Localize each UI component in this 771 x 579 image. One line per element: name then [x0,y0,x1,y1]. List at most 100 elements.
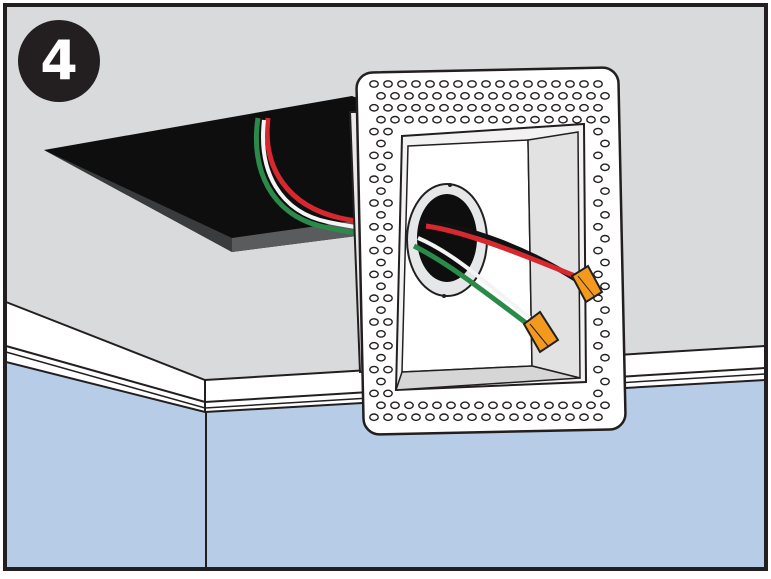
flange-hole [593,175,603,184]
flange-hole [593,341,603,350]
flange-hole [565,103,575,112]
flange-hole [376,115,386,124]
flange-hole [390,401,400,410]
flange-hole [453,103,463,112]
flange-hole [369,222,379,231]
flange-hole [481,103,491,112]
flange-hole [439,103,449,112]
flange-hole [502,401,512,410]
flange-hole [481,413,491,422]
flange-hole [544,115,554,124]
flange-hole [565,80,575,88]
flange-hole [502,92,512,100]
flange-hole [551,80,561,88]
flange-hole [460,92,470,100]
flange-hole [383,413,393,422]
flange-hole [537,103,547,112]
flange-hole [369,80,379,88]
flange-hole [383,365,393,374]
flange-hole [572,115,582,124]
flange-hole [439,80,449,88]
flange-hole [439,413,449,422]
flange-hole [586,401,596,410]
flange-hole [593,151,603,160]
flange-hole [369,151,379,160]
flange-hole [383,127,393,136]
flange-hole [593,246,603,255]
flange-hole [586,115,596,124]
flange-hole [530,115,540,124]
flange-perforations [369,80,610,422]
flange-hole [565,413,575,422]
flange-hole [530,401,540,410]
flange-hole [390,92,400,100]
flange-hole [600,258,610,267]
wire-white-lower [417,236,532,320]
flange-hole [600,187,610,196]
flange-hole [383,222,393,231]
image-frame [3,3,768,571]
flange-hole [369,103,379,112]
flange-hole [376,163,386,172]
flange-hole [383,270,393,279]
screw-dot-bottom [442,294,446,298]
flange-hole [516,115,526,124]
flange-hole [600,306,610,314]
flange-hole [432,115,442,124]
flange-hole [579,413,589,422]
flange-hole [453,413,463,422]
flange-hole [383,151,393,160]
flange-hole [593,413,603,422]
flange-hole [404,92,414,100]
flange-hole [474,401,484,410]
wire-nut-lower [522,310,560,354]
flange-hole [397,413,407,422]
flange-hole [600,115,610,124]
flange-hole [593,365,603,374]
flange-hole [411,103,421,112]
flange-hole [432,401,442,410]
flange-hole [369,365,379,374]
flange-hole [376,210,386,219]
flange-hole [523,413,533,422]
flange-hole [397,80,407,88]
screw-dot-top [448,183,452,187]
flange-hole [593,222,603,231]
flange-hole [369,246,379,255]
recess-floor [394,365,581,391]
flange-hole [460,401,470,410]
flange-hole [376,234,386,243]
flange-hole [369,341,379,350]
flange-hole [593,199,603,207]
flange-hole [495,80,505,88]
flange-hole [523,80,533,88]
flange-hole [376,329,386,338]
wire-green-lower [412,243,532,328]
flange-hole [467,103,477,112]
flange-hole [383,246,393,255]
flange-hole [369,294,379,303]
flange-hole [383,80,393,88]
flange-hole [516,401,526,410]
flange-hole [453,80,463,88]
flange-hole [369,389,379,398]
flange-hole [383,341,393,350]
flange-hole [411,413,421,422]
flange-hole [376,306,386,314]
flange-hole [600,353,610,362]
flange-hole [551,103,561,112]
flange-hole [593,270,603,279]
flange-hole [488,92,498,100]
flange-hole [474,92,484,100]
flange-hole [369,270,379,279]
flange-hole [383,389,393,398]
flange-hole [558,92,568,100]
step-number-label: 4 [40,29,78,92]
flange-hole [369,413,379,422]
flange-hole [600,92,610,100]
flange-hole [600,401,610,410]
flange-hole [572,92,582,100]
flange-hole [593,318,603,326]
